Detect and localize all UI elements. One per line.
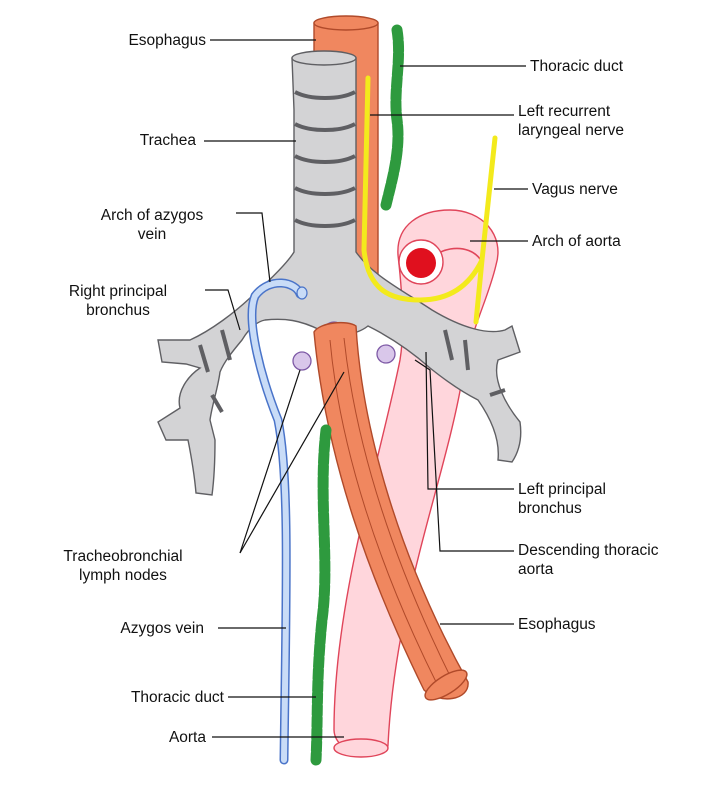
esophagus-lower	[313, 321, 469, 701]
label-aorta: Aorta	[168, 729, 206, 746]
leader-lines	[204, 39, 528, 738]
azygos-vein	[247, 278, 308, 765]
aortic-lumen	[406, 248, 436, 278]
label-azygos-vein: Azygos vein	[120, 620, 204, 637]
lymph-node	[292, 351, 312, 371]
vagus-and-recurrent-nerve	[361, 75, 498, 325]
bronchial-ring	[463, 339, 470, 371]
label-thoracic-duct-bottom: Thoracic duct	[130, 689, 224, 706]
lymph-node	[376, 344, 396, 364]
leader-line	[236, 212, 271, 283]
tracheal-ring	[294, 218, 356, 228]
bronchial-ring	[210, 393, 224, 414]
tracheal-ring	[294, 122, 356, 132]
tracheal-ring	[294, 186, 356, 196]
label-trachea: Trachea	[139, 132, 196, 149]
leader-line	[239, 371, 345, 554]
bronchial-ring	[198, 344, 210, 373]
bronchial-ring	[443, 329, 454, 361]
label-esophagus-top: Esophagus	[128, 32, 206, 49]
label-arch-of-aorta: Arch of aorta	[532, 233, 621, 250]
leader-line	[425, 351, 514, 490]
thoracic-duct-upper	[380, 24, 405, 211]
label-esophagus-bottom: Esophagus	[518, 616, 596, 633]
tracheal-ring	[294, 154, 356, 164]
bronchial-ring	[489, 388, 506, 397]
label-thoracic-duct-top: Thoracic duct	[530, 58, 624, 75]
thoracic-duct-lower	[310, 424, 332, 766]
bronchial-ring	[220, 329, 232, 361]
tracheal-ring	[294, 90, 356, 100]
leader-line	[414, 359, 514, 552]
label-vagus-nerve: Vagus nerve	[532, 181, 618, 198]
leader-line	[239, 369, 301, 554]
leader-line	[205, 289, 241, 331]
